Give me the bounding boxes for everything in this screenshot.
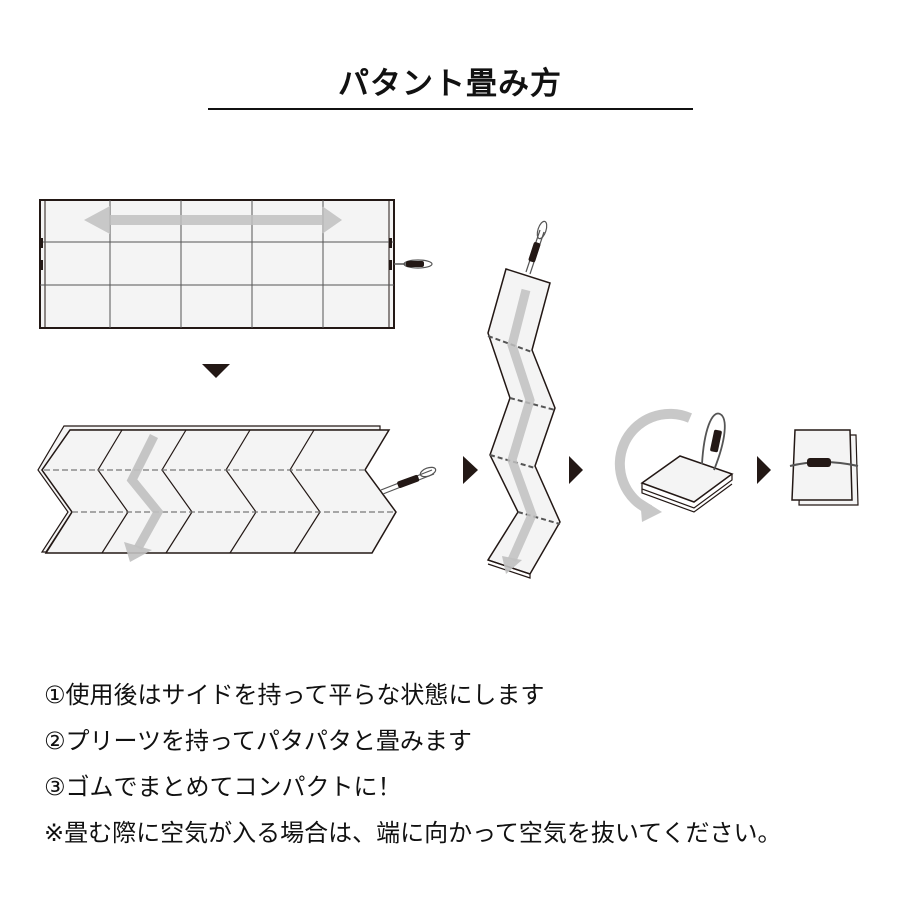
folded-square-illustration [614, 408, 734, 522]
banded-pack-illustration [789, 429, 859, 506]
right-triangle-icon [757, 456, 771, 484]
instruction-list: ①使用後はサイドを持って平らな状態にします ②プリーツを持ってパタパタと畳みます… [44, 672, 884, 856]
flat-mat-illustration [39, 199, 433, 329]
down-arrow-icon [507, 288, 537, 562]
right-triangle-icon [569, 456, 583, 484]
right-triangle-icon [463, 456, 478, 484]
down-triangle-icon [202, 364, 230, 378]
instruction-note: ※畳む際に空気が入る場合は、端に向かって空気を抜いてください。 [44, 819, 782, 847]
title-underline [208, 108, 693, 110]
rotate-arrow-icon [614, 408, 692, 515]
pleated-mat-illustration [37, 425, 437, 562]
page-title: パタント畳み方 [338, 66, 562, 102]
instruction-step-1: ①使用後はサイドを持って平らな状態にします [44, 681, 545, 709]
instruction-step-2: ②プリーツを持ってパタパタと畳みます [44, 727, 472, 755]
elastic-band-icon [525, 220, 548, 275]
double-arrow-icon [84, 206, 342, 234]
zigzag-arrow-icon [126, 433, 164, 551]
instruction-step-3: ③ゴムでまとめてコンパクトに！ [44, 773, 402, 801]
elastic-band-icon [380, 466, 437, 495]
elastic-band-icon [394, 259, 433, 269]
zigzag-stack-illustration [486, 220, 561, 579]
